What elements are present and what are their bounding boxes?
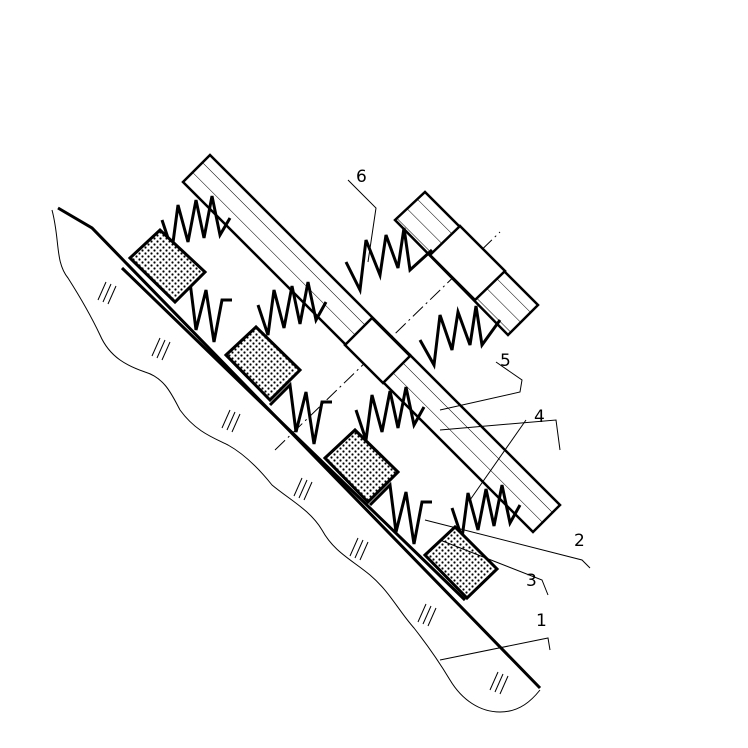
spring-6: [344, 227, 434, 296]
label-3: 3: [526, 571, 537, 591]
leader-lines: [347, 179, 591, 661]
spring-upper-4: [450, 484, 522, 539]
slope-surface-line: [120, 266, 467, 602]
label-6: 6: [356, 167, 367, 187]
dotted-block-4: [422, 524, 500, 601]
label-5: 5: [500, 351, 511, 371]
spring-upper-3: [354, 386, 426, 441]
spring-lower-3: [368, 481, 432, 545]
rock-hatch-marks: [97, 281, 509, 695]
spring-lower-2: [268, 381, 332, 445]
dotted-block-2: [223, 324, 303, 403]
label-1: 1: [536, 611, 547, 631]
spring-5: [418, 305, 502, 370]
rock-outline: [51, 209, 541, 713]
label-4: 4: [534, 407, 545, 427]
joint-block: [343, 316, 412, 385]
spring-upper-2: [256, 281, 328, 336]
slope-base-line: [57, 206, 542, 690]
dotted-block-1: [127, 227, 208, 305]
label-2: 2: [574, 531, 585, 551]
right-block-mid: [428, 224, 507, 302]
spring-upper-1: [160, 195, 232, 251]
dotted-block-3: [322, 427, 401, 505]
